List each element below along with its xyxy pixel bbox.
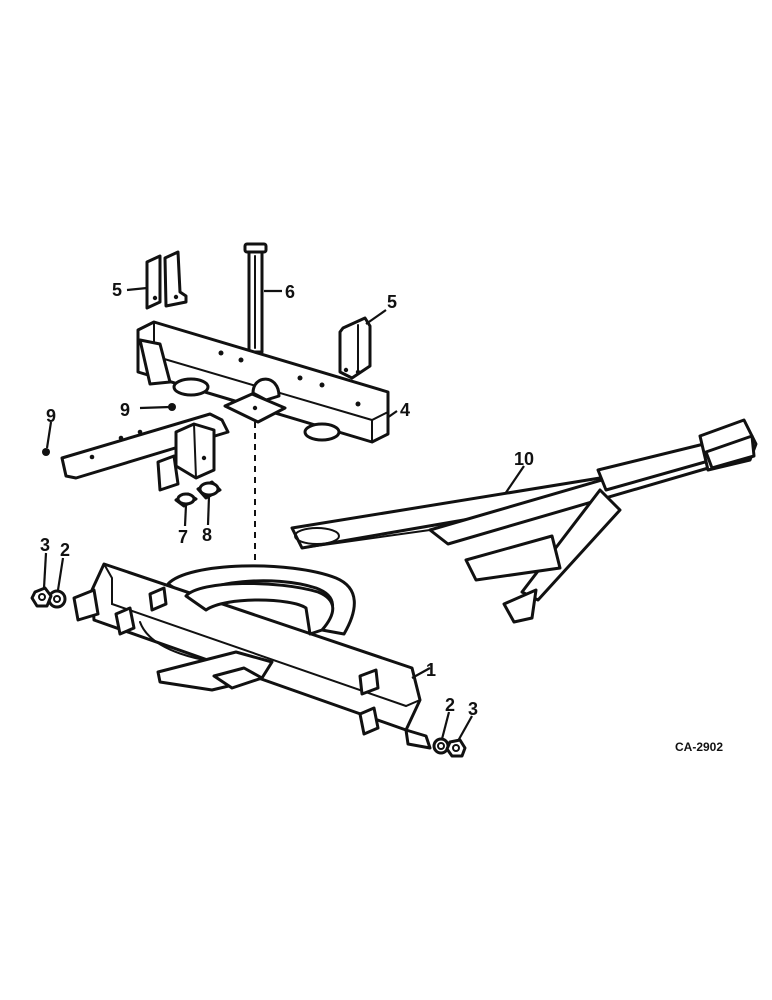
bushing-part-8: [196, 480, 222, 500]
bracket-part-5-right: [338, 316, 372, 380]
callout-4: 4: [400, 400, 410, 420]
diagram-code: CA-2902: [675, 740, 723, 754]
bracket-part-5-left: [145, 250, 188, 310]
axle-part-1: [72, 562, 432, 750]
pin-part-6: [243, 242, 268, 354]
callout-10: 10: [514, 449, 534, 469]
frame-part-4: [60, 320, 390, 492]
nut-part-3-left: [30, 586, 53, 608]
bushing-part-7: [174, 492, 198, 508]
callout-5-right: 5: [387, 292, 397, 312]
pin-part-9-b: [168, 403, 176, 411]
washer-part-2-right: [432, 737, 450, 755]
nut-part-3-right: [445, 738, 467, 758]
callout-9-left: 9: [46, 406, 56, 426]
callout-7: 7: [178, 527, 188, 547]
tongue-part-10: [290, 418, 758, 624]
callout-2-right: 2: [445, 695, 455, 715]
callout-2-left: 2: [60, 540, 70, 560]
callout-3-right: 3: [468, 699, 478, 719]
pin-part-9-a: [42, 448, 50, 456]
callout-9-upper: 9: [120, 400, 130, 420]
callout-5-left: 5: [112, 280, 122, 300]
callout-3-left: 3: [40, 535, 50, 555]
callout-6: 6: [285, 282, 295, 302]
callout-8: 8: [202, 525, 212, 545]
callout-1: 1: [426, 660, 436, 680]
